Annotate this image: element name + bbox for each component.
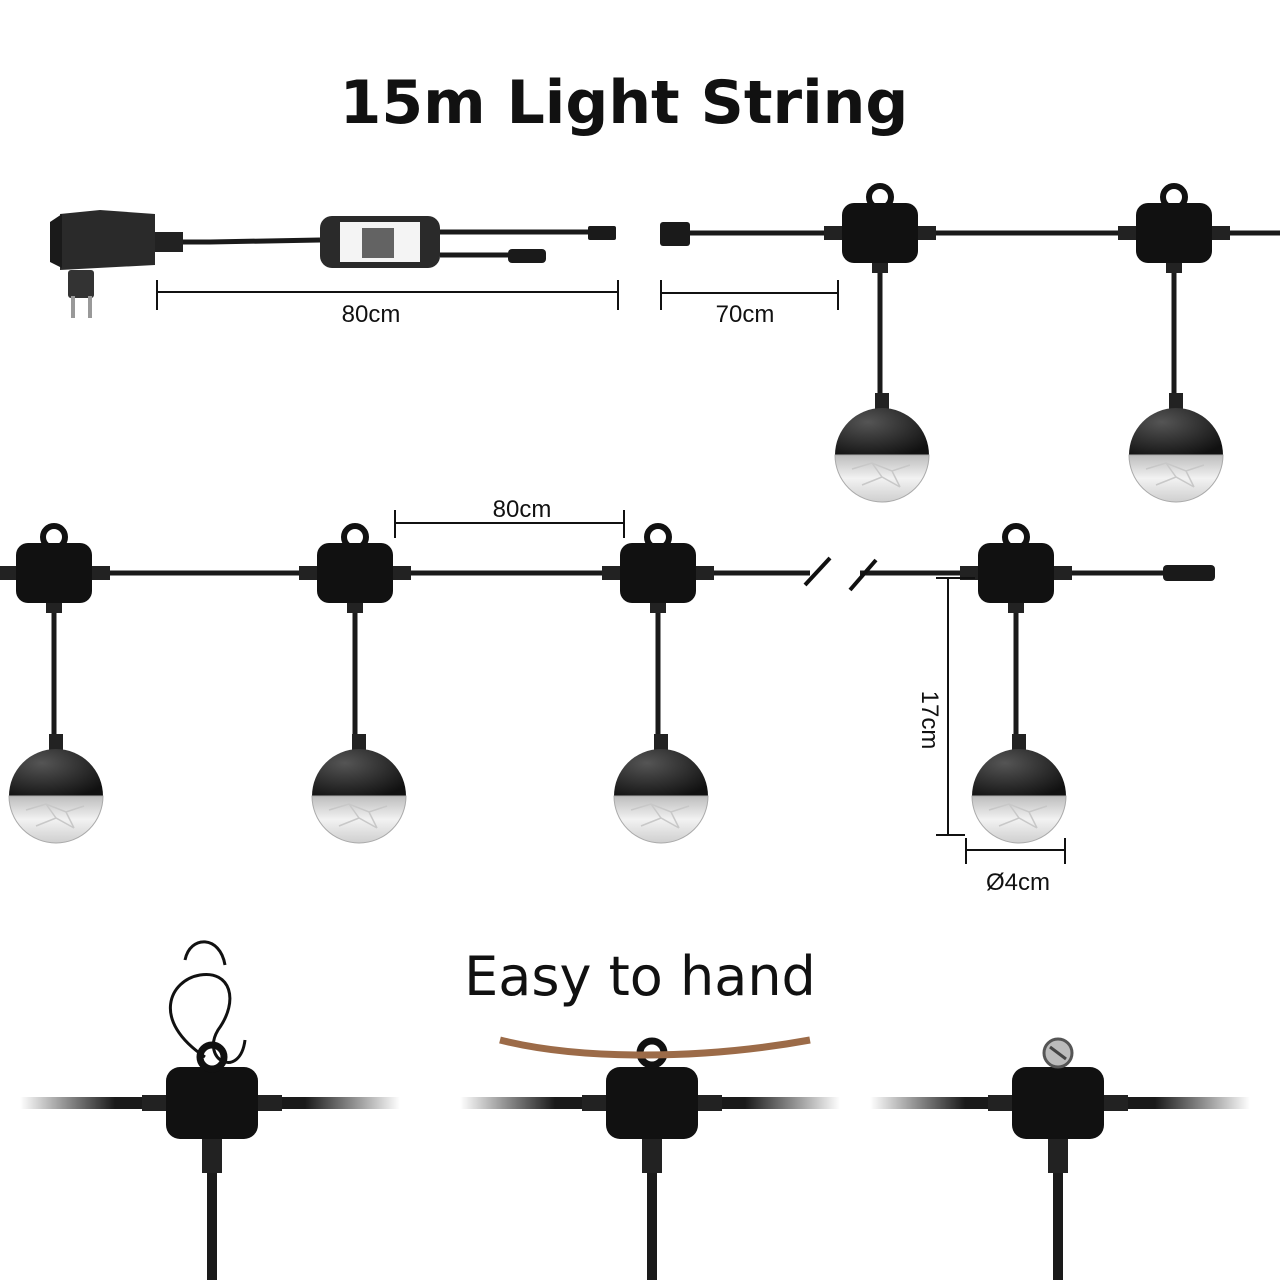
hook-hanging-example bbox=[20, 940, 400, 1280]
light-node bbox=[1118, 186, 1230, 503]
light-node bbox=[602, 526, 714, 844]
light-node bbox=[960, 526, 1072, 844]
adapter-cable-length: 80cm bbox=[342, 301, 401, 328]
light-node bbox=[299, 526, 411, 844]
screw-hanging-example bbox=[870, 1037, 1250, 1280]
rope-icon bbox=[499, 1036, 811, 1059]
hook-icon bbox=[169, 973, 247, 1064]
light-node bbox=[824, 186, 936, 503]
bulb-diameter: Ø4cm bbox=[986, 869, 1050, 896]
bluetooth-controller bbox=[320, 216, 616, 268]
bulb-spacing-length: 80cm bbox=[493, 496, 552, 523]
power-adapter bbox=[50, 210, 321, 318]
lead-cable-length: 70cm bbox=[716, 301, 775, 328]
page-title: 15m Light String bbox=[340, 68, 909, 138]
qr-code-icon bbox=[362, 228, 394, 258]
rope-hanging-example bbox=[460, 1036, 840, 1280]
drop-length: 17cm bbox=[916, 691, 943, 750]
light-node bbox=[0, 526, 110, 844]
section-title: Easy to hand bbox=[464, 945, 816, 1008]
